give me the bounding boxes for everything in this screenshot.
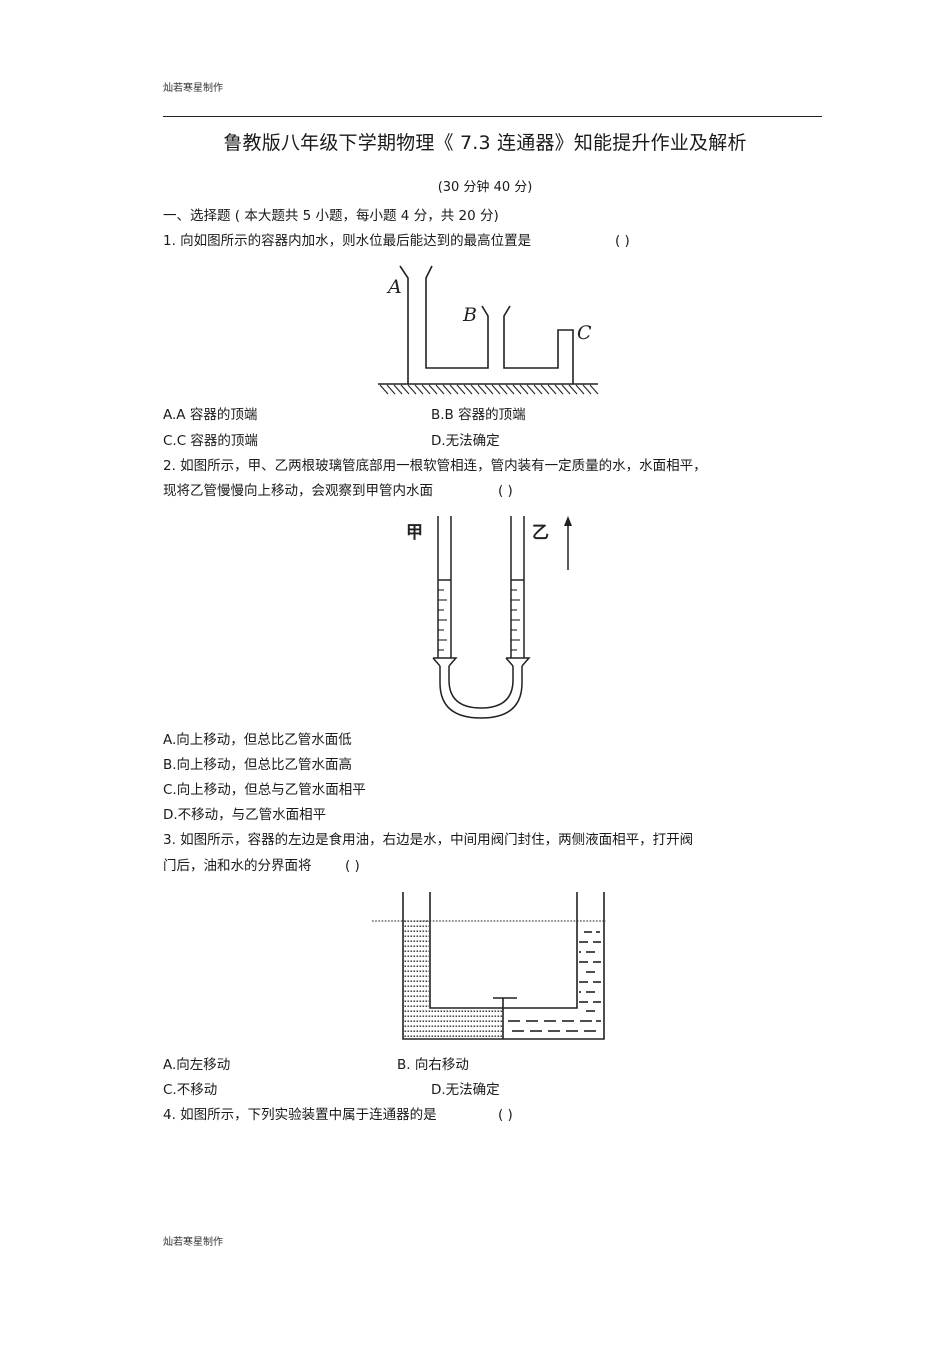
q1-figure-connected-containers: A B C xyxy=(378,265,599,395)
q3-figure-oil-water-container xyxy=(372,892,606,1040)
q1-option-b: B.B 容器的顶端 xyxy=(431,407,526,423)
q3-option-b: B. 向右移动 xyxy=(397,1057,469,1073)
q2-option-a: A.向上移动，但总比乙管水面低 xyxy=(163,732,352,748)
page-subtitle: (30 分钟 40 分) xyxy=(437,180,533,195)
q1-option-a: A.A 容器的顶端 xyxy=(163,407,258,423)
q1-option-c: C.C 容器的顶端 xyxy=(163,433,258,449)
ground-hatching-icon xyxy=(379,384,599,395)
label-yi: 乙 xyxy=(532,523,549,543)
q2-stem-line2: 现将乙管慢慢向上移动，会观察到甲管内水面 xyxy=(163,483,433,499)
label-c: C xyxy=(577,322,592,344)
q2-stem-line1: 2. 如图所示，甲、乙两根玻璃管底部用一根软管相连，管内装有一定质量的水，水面相… xyxy=(163,458,707,474)
q2-option-c: C.向上移动，但总与乙管水面相平 xyxy=(163,782,366,798)
label-b: B xyxy=(462,304,477,326)
header-credit: 灿若寒星制作 xyxy=(163,83,223,94)
label-jia: 甲 xyxy=(406,523,423,543)
q3-stem-line2: 门后，油和水的分界面将 xyxy=(163,858,312,874)
q3-option-a: A.向左移动 xyxy=(163,1057,231,1073)
label-a: A xyxy=(386,276,402,298)
q1-stem: 1. 向如图所示的容器内加水，则水位最后能达到的最高位置是 xyxy=(163,233,532,249)
q3-answer-blank: ( ) xyxy=(345,858,360,874)
header-divider xyxy=(163,116,822,117)
q2-figure-u-tube: 甲 乙 xyxy=(406,516,572,719)
q2-option-d: D.不移动，与乙管水面相平 xyxy=(163,807,327,823)
q1-option-d: D.无法确定 xyxy=(431,433,500,449)
q3-stem-line1: 3. 如图所示，容器的左边是食用油，右边是水，中间用阀门封住，两侧液面相平，打开… xyxy=(163,832,694,848)
q3-option-d: D.无法确定 xyxy=(431,1082,500,1098)
section-heading: 一、选择题 ( 本大题共 5 小题，每小题 4 分，共 20 分) xyxy=(163,208,499,224)
q4-answer-blank: ( ) xyxy=(498,1107,513,1123)
q2-answer-blank: ( ) xyxy=(498,483,513,499)
up-arrow-icon xyxy=(564,516,572,526)
q4-stem: 4. 如图所示，下列实验装置中属于连通器的是 xyxy=(163,1107,437,1123)
q3-option-c: C.不移动 xyxy=(163,1082,218,1098)
footer-credit: 灿若寒星制作 xyxy=(163,1237,223,1248)
page-title: 鲁教版八年级下学期物理《 7.3 连通器》知能提升作业及解析 xyxy=(223,132,747,154)
q2-option-b: B.向上移动，但总比乙管水面高 xyxy=(163,757,353,773)
q1-answer-blank: ( ) xyxy=(615,233,630,249)
